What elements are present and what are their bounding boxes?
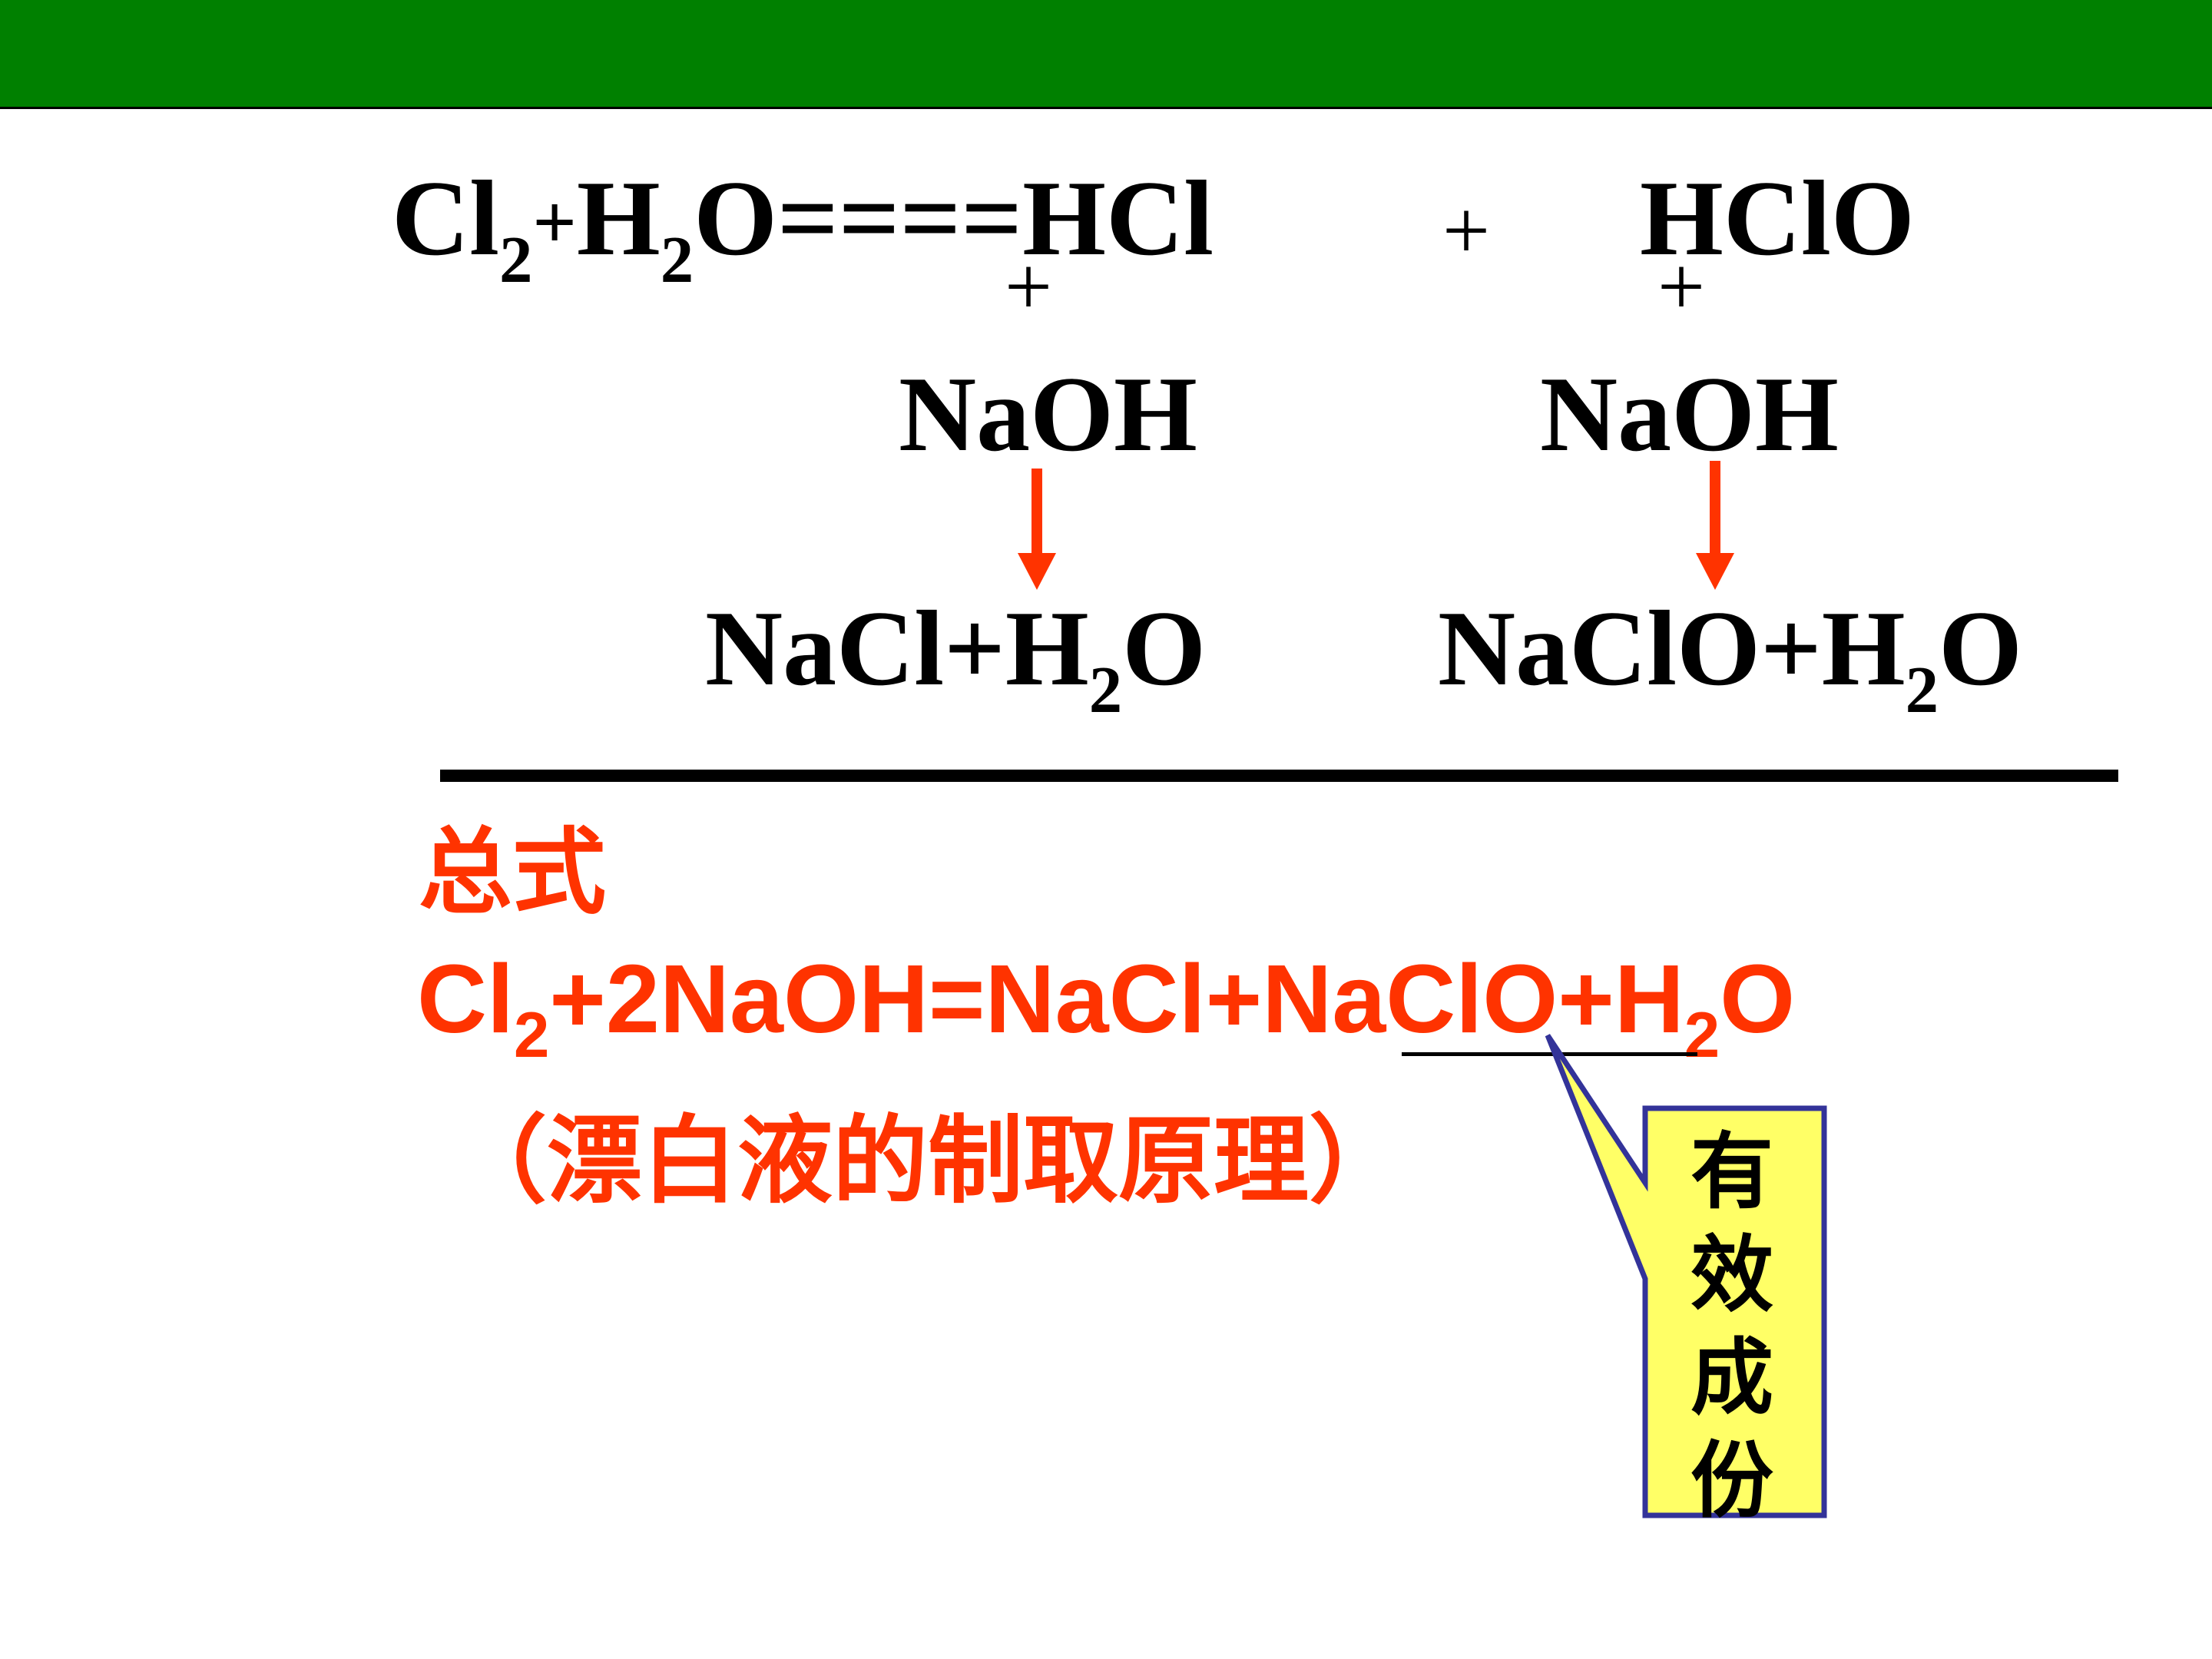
- hcl-text: HCl: [1022, 159, 1214, 278]
- cl-text: Cl: [392, 159, 499, 278]
- product-right-o: O: [1939, 589, 2022, 708]
- subscript-2: 2: [660, 223, 694, 297]
- callout-char: 有: [1690, 1124, 1773, 1220]
- subscript-2: 2: [1088, 653, 1123, 727]
- header-bar: [0, 0, 2212, 109]
- callout-char: 成: [1690, 1330, 1773, 1426]
- product-left-o: O: [1122, 589, 1207, 708]
- overall-o: O: [1720, 945, 1796, 1053]
- divider-line: [440, 770, 2118, 782]
- down-arrow-icon: [1696, 461, 1734, 590]
- naclo-underline: [1402, 1052, 1697, 1056]
- overall-cl: Cl: [417, 945, 514, 1053]
- o-equals-text: O====: [694, 159, 1023, 278]
- naoh-left: NaOH: [899, 355, 1197, 474]
- h-text: H: [576, 159, 661, 278]
- plus-sign: +: [532, 178, 577, 265]
- hclo-text: HClO: [1640, 159, 1915, 278]
- subscript-2: 2: [1905, 653, 1939, 727]
- overall-middle: +2NaOH=NaCl+NaClO+H: [549, 945, 1684, 1053]
- product-right-text: NaClO+H: [1438, 589, 1906, 708]
- middle-plus: +: [1442, 184, 1491, 277]
- top-equation-left: Cl2+H2O====HCl: [392, 165, 1214, 293]
- product-left: NaCl+H2O: [705, 595, 1206, 724]
- callout-char: 份: [1690, 1433, 1773, 1529]
- summary-label: 总式: [419, 820, 606, 925]
- down-arrow-icon: [1018, 469, 1056, 590]
- callout-text: 有 效 成 份: [1651, 1121, 1813, 1533]
- overall-equation: Cl2+2NaOH=NaCl+NaClO+H2O: [417, 951, 1795, 1067]
- subscript-2: 2: [514, 998, 550, 1071]
- product-right: NaClO+H2O: [1438, 595, 2022, 724]
- bleach-note: （漂白液的制取原理）: [452, 1108, 1405, 1214]
- h-plus-mark-left: +: [1005, 240, 1053, 333]
- subscript-2: 2: [499, 223, 533, 297]
- callout-char: 效: [1690, 1227, 1773, 1323]
- h-plus-mark-right: +: [1657, 240, 1706, 333]
- product-left-text: NaCl+H: [705, 589, 1089, 708]
- naoh-right: NaOH: [1540, 355, 1839, 474]
